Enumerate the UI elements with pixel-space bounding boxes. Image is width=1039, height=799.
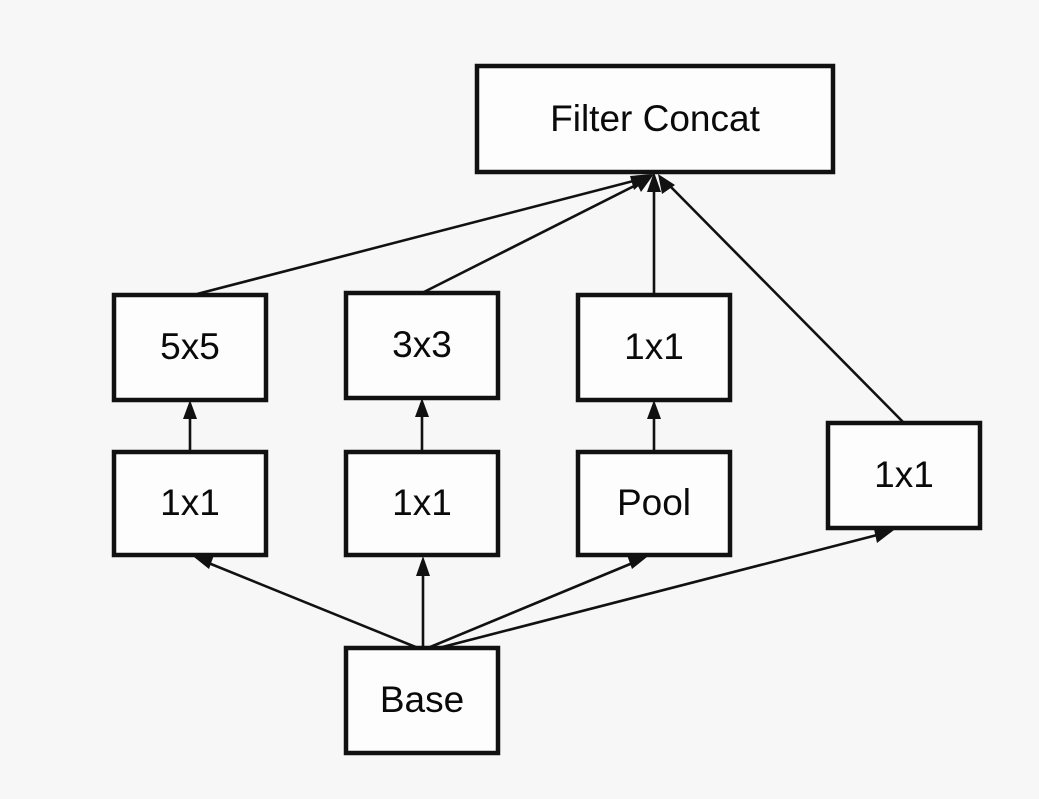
node-pool[interactable]: Pool (575, 449, 733, 558)
node-conv-5x5-label: 5x5 (160, 326, 220, 367)
node-conv-1x1-top-label: 1x1 (624, 326, 684, 367)
node-conv-1x1-top[interactable]: 1x1 (575, 292, 733, 403)
edge-5x5-to-concat (196, 174, 652, 296)
edge-3x3-to-concat (423, 174, 654, 294)
node-conv-1x1-right-label: 1x1 (874, 454, 934, 495)
node-conv-1x1-left[interactable]: 1x1 (111, 449, 269, 558)
edge-1x1right-to-concat (658, 174, 904, 423)
node-conv-1x1-mid[interactable]: 1x1 (343, 449, 501, 558)
node-conv-3x3-label: 3x3 (392, 324, 452, 365)
node-pool-label: Pool (617, 482, 691, 523)
edge-base-to-1x1right (422, 529, 894, 654)
edge-1x1mid-to-3x3 (415, 398, 429, 451)
edge-layer (183, 172, 904, 654)
node-conv-1x1-left-label: 1x1 (160, 482, 220, 523)
node-filter-concat-label: Filter Concat (550, 98, 760, 139)
node-base-label: Base (380, 679, 464, 720)
edge-pool-to-1x1top (647, 400, 661, 451)
node-conv-1x1-right[interactable]: 1x1 (825, 420, 983, 531)
node-layer: Filter Concat 5x5 3x3 1x1 1x1 1x1 (111, 63, 983, 756)
edge-base-to-1x1left (194, 555, 424, 652)
node-conv-3x3[interactable]: 3x3 (343, 290, 501, 401)
node-conv-5x5[interactable]: 5x5 (111, 292, 269, 403)
node-conv-1x1-mid-label: 1x1 (392, 482, 452, 523)
node-filter-concat[interactable]: Filter Concat (474, 63, 836, 175)
node-base[interactable]: Base (343, 645, 501, 756)
edge-base-to-1x1mid (416, 556, 430, 647)
edge-1x1left-to-5x5 (183, 400, 197, 451)
edge-base-to-pool (422, 555, 647, 652)
edge-1x1top-to-concat (647, 172, 661, 294)
